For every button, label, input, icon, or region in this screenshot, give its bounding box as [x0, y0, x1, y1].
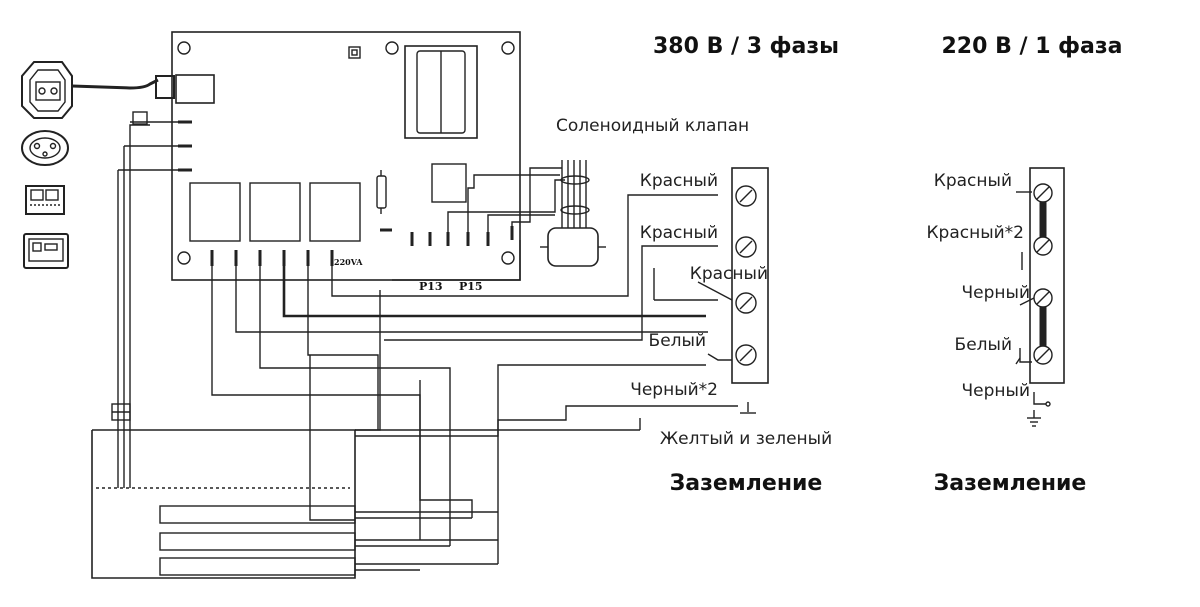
ground-title-1phase: Заземление — [934, 471, 1087, 496]
relay-marking: 220VA — [334, 257, 363, 267]
wire-white-label: Белый — [649, 331, 706, 351]
board-label-p13: P13 — [419, 280, 443, 293]
ground-symbol-3phase — [740, 402, 756, 414]
display-panel-icon — [21, 61, 175, 119]
square-control-icon — [25, 185, 65, 215]
wire-black-1-label-1phase: Черный — [962, 283, 1031, 303]
transformer — [404, 45, 478, 139]
wire-red-3-label: Красный — [690, 264, 768, 284]
water-tank — [91, 403, 356, 579]
heating-elements — [159, 505, 498, 576]
wire-red-label-1phase: Красный — [934, 171, 1012, 191]
wire-red-1-label: Красный — [640, 171, 718, 191]
wire-red-x2-label-1phase: Красный*2 — [926, 223, 1024, 243]
solenoid-valve — [540, 160, 606, 267]
fuse — [376, 170, 387, 214]
wire-white-label-1phase: Белый — [955, 335, 1012, 355]
relay-blocks — [189, 182, 361, 242]
header-three-phase: 380 В / 3 фазы — [653, 34, 839, 59]
wire-red-2-label: Красный — [640, 223, 718, 243]
terminal-block-3phase — [731, 167, 769, 384]
ground-title-3phase: Заземление — [670, 471, 823, 496]
round-control-icon — [21, 130, 69, 166]
header-single-phase: 220 В / 1 фаза — [942, 34, 1123, 59]
control-board — [171, 31, 521, 281]
wire-ground-label: Желтый и зеленый — [660, 429, 832, 449]
terminal-block-1phase — [1029, 167, 1065, 384]
board-label-p15: P15 — [459, 280, 483, 293]
ground-symbol-1phase — [1027, 392, 1051, 427]
wire-black-x2-label: Черный*2 — [630, 380, 718, 400]
solenoid-valve-label: Соленоидный клапан — [556, 116, 749, 136]
wire-black-2-label-1phase: Черный — [962, 381, 1031, 401]
lcd-control-icon — [23, 233, 69, 269]
